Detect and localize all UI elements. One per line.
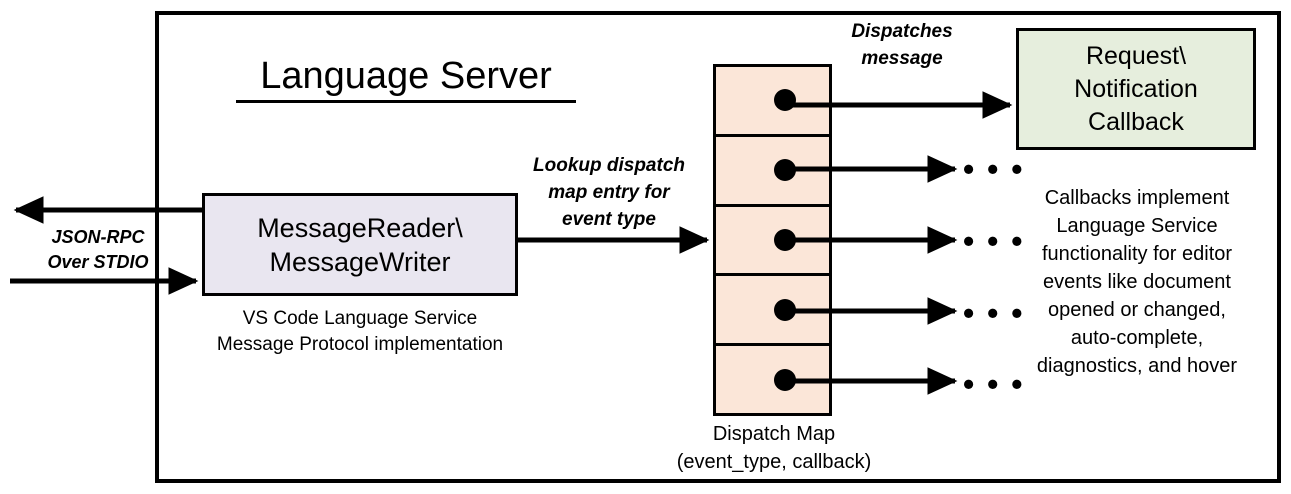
- message-reader-writer-caption: VS Code Language Service Message Protoco…: [216, 308, 504, 355]
- callback-dot-icon: [774, 159, 796, 182]
- lookup-dispatch-edge-label: Lookup dispatch map entry for event type: [533, 155, 685, 230]
- message-reader-writer-label: MessageReader\ MessageWriter: [257, 212, 463, 277]
- dispatch-map-caption: Dispatch Map (event_type, callback): [676, 423, 872, 473]
- ellipsis-row-5: • • •: [963, 366, 1025, 402]
- dispatch-map-cell-1[interactable]: [713, 64, 832, 137]
- dispatch-map-cell-4[interactable]: [713, 273, 832, 347]
- message-reader-writer-box[interactable]: MessageReader\ MessageWriter: [202, 193, 518, 296]
- callback-dot-icon: [774, 298, 796, 321]
- dispatch-map-cell-5[interactable]: [713, 343, 832, 416]
- request-notification-callback-box[interactable]: Request\ Notification Callback: [1016, 28, 1256, 150]
- ellipsis-row-3: • • •: [963, 223, 1025, 259]
- dispatches-message-edge-label: Dispatches message: [851, 21, 953, 69]
- callback-dot-icon: [774, 89, 796, 112]
- ellipsis-row-2: • • •: [963, 151, 1025, 187]
- dispatch-map-table[interactable]: [713, 64, 832, 416]
- page-title: Language Server: [236, 53, 576, 103]
- callback-description: Callbacks implement Language Service fun…: [1036, 187, 1238, 377]
- jsonrpc-stdio-label: JSON-RPC Over STDIO: [47, 227, 149, 272]
- ellipsis-row-4: • • •: [963, 295, 1025, 331]
- dispatch-map-cell-3[interactable]: [713, 203, 832, 277]
- callback-dot-icon: [774, 228, 796, 251]
- dispatch-map-cell-2[interactable]: [713, 133, 832, 207]
- language-server-boundary: [155, 11, 1281, 483]
- callback-dot-icon: [774, 368, 796, 391]
- request-notification-callback-label: Request\ Notification Callback: [1074, 41, 1198, 136]
